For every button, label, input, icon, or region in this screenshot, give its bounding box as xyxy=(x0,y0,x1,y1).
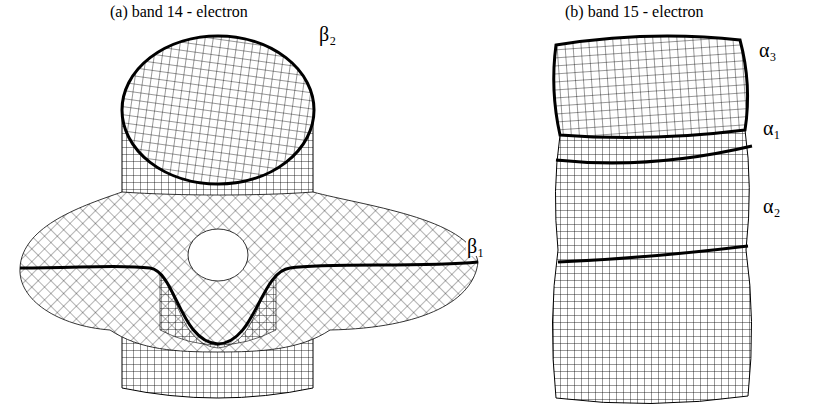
orbit-label: α₃ xyxy=(758,40,777,60)
orbit-label: α₁ xyxy=(762,118,781,138)
panel-title: (a) band 14 - electron xyxy=(110,4,248,20)
orbit-label: β₂ xyxy=(318,24,337,44)
orbit-label: β₁ xyxy=(466,236,485,256)
orbit-label: α₂ xyxy=(762,196,781,216)
panel-title: (b) band 15 - electron xyxy=(565,4,704,20)
